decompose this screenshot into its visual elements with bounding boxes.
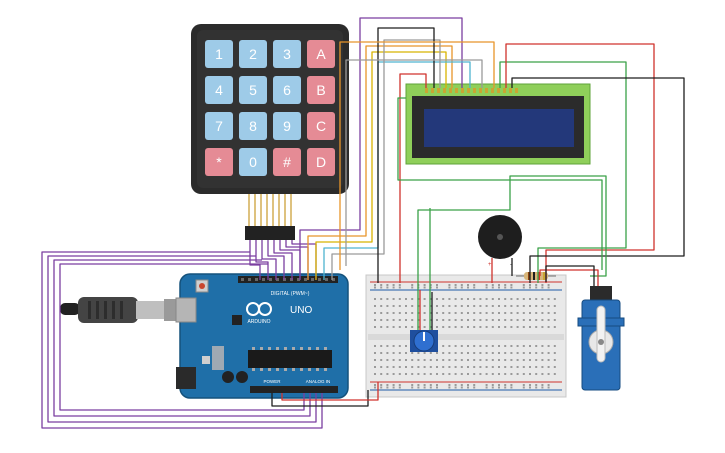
keypad-header [245,226,295,240]
keypad-key-label: 1 [215,46,223,62]
keypad-key-0[interactable]: 0 [239,148,267,176]
keypad-key-label: * [216,154,222,170]
keypad-key-label: 9 [283,118,291,134]
wire-analog-loop-4 [59,263,305,411]
wire-servo-black [545,265,595,286]
keypad-key-6[interactable]: 6 [273,76,301,104]
wire-gnd [271,390,369,407]
keypad-key-8[interactable]: 8 [239,112,267,140]
keypad-key-label: 3 [283,46,291,62]
keypad-key-C[interactable]: C [307,112,335,140]
power-header-label: POWER [263,379,281,384]
wire-lcd-contrast [397,97,603,270]
wire-lcd-gray2 [345,59,483,266]
piezo-buzzer-icon: + - [478,215,522,268]
lcd-16x2 [405,83,591,165]
digital-header-label: DIGITAL (PWM~) [271,291,310,297]
analog-header-label: ANALOG IN [306,379,331,384]
wire-analog-loop-1 [41,251,323,429]
keypad-key-label: A [316,46,326,62]
keypad-key-1[interactable]: 1 [205,40,233,68]
arduino-brand-label: ARDUINO [247,319,270,325]
arduino-logo: ARDUINO [246,302,272,325]
keypad-key-label: D [316,154,326,170]
wire-lcd-orange2 [339,41,495,270]
keypad-key-label: C [316,118,326,134]
keypad-key-D[interactable]: D [307,148,335,176]
wire-analog-loop-3 [53,259,311,417]
wire-lcd-yellow [315,51,447,280]
keypad-key-*[interactable]: * [205,148,233,176]
wire-lcd-purple [299,17,463,280]
wire-lcd-gray [331,39,441,280]
usb-cable [60,297,192,323]
microcontroller-chip [248,350,332,368]
wire-keypad-4 [267,240,285,280]
keypad-key-label: 8 [249,118,257,134]
wire-5v [281,382,379,401]
keypad-key-label: 6 [283,82,291,98]
wire-lcd-orange [307,45,453,280]
keypad-key-label: 5 [249,82,257,98]
potentiometer-icon [410,330,438,352]
keypad-key-B[interactable]: B [307,76,335,104]
wire-lcd-black-top [511,77,685,283]
keypad-key-#[interactable]: # [273,148,301,176]
keypad-ribbon [248,194,292,226]
wire-analog-loop-2 [47,255,317,423]
keypad-key-7[interactable]: 7 [205,112,233,140]
wire-servo-red [539,269,599,286]
keypad-key-9[interactable]: 9 [273,112,301,140]
keypad-key-label: 7 [215,118,223,134]
keypad-key-label: 0 [249,154,257,170]
svg-text:+: + [488,262,492,268]
power-jack [176,367,196,389]
wires [41,17,685,429]
keypad-key-4[interactable]: 4 [205,76,233,104]
keypad-key-3[interactable]: 3 [273,40,301,68]
wire-lcd-red [399,73,427,283]
keypad-key-5[interactable]: 5 [239,76,267,104]
wire-keypad-3 [261,240,277,280]
keypad-key-label: # [283,154,291,170]
keypad-key-label: B [316,82,325,98]
servo-motor-icon [577,286,625,391]
wire-keypad-5 [273,240,293,280]
keypad-key-2[interactable]: 2 [239,40,267,68]
lcd-screen [424,109,574,147]
wire-keypad-2 [255,240,269,280]
breadboard [365,274,567,398]
keypad-4x4: 1 2 3 A 4 5 6 B 7 8 9 C * 0 # D [191,24,349,240]
keypad-key-label: 4 [215,82,223,98]
svg-text:-: - [510,262,512,268]
usb-jack [175,297,197,323]
arduino-board: DIGITAL (PWM~) ARDUINO UNO [175,273,349,399]
keypad-key-A[interactable]: A [307,40,335,68]
keypad-key-label: 2 [249,46,257,62]
wire-lcd-black [377,27,435,283]
wire-pot-green [417,175,607,330]
wire-lcd-green [499,61,627,283]
arduino-model-label: UNO [290,305,312,316]
usb-plug-icon [88,301,123,319]
